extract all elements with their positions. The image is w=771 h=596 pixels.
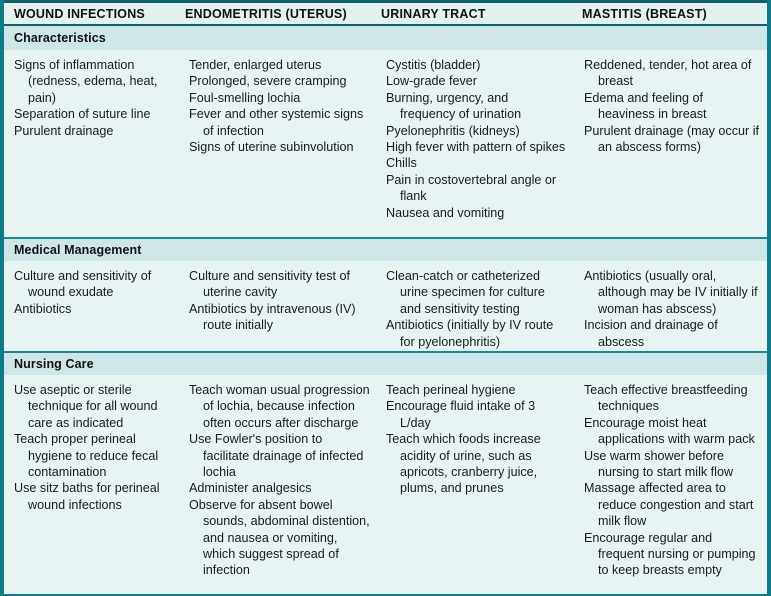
section-band-nursing-care: Nursing Care — [4, 351, 767, 375]
cell-entry: Chills — [386, 156, 417, 171]
cell-entry: Cystitis (bladder) — [386, 58, 481, 72]
cell-entry: Purulent drainage (may occur if an absce… — [584, 123, 759, 155]
cell-entry: Use sitz baths for perineal wound infect… — [14, 481, 160, 512]
cell-nursing-care-endometritis: Teach woman usual progression of lochia,… — [185, 375, 379, 594]
cell-entry: Teach woman usual progression of lochia,… — [189, 383, 370, 430]
cell-entry: Teach which foods increase acidity of ur… — [386, 432, 541, 496]
cell-entry: Signs of uterine subinvolution — [189, 140, 354, 155]
cell-entry: Low-grade fever — [386, 74, 478, 89]
cell-entry: Observe for absent bowel sounds, abdomin… — [189, 497, 370, 578]
cell-entry: Teach perineal hygiene — [386, 383, 516, 397]
cell-entry: Reddened, tender, hot area of breast — [584, 58, 752, 89]
cell-entry: Antibiotics (initially by IV route for p… — [386, 318, 554, 349]
section-row-nursing-care: Use aseptic or sterile technique for all… — [4, 375, 767, 594]
cell-entry: Antibiotics (usually oral, although may … — [584, 269, 758, 316]
cell-entry: Antibiotics — [14, 301, 72, 316]
cell-entry: Edema and feeling of heaviness in breast — [584, 90, 707, 122]
cell-entry: Purulent drainage — [14, 123, 114, 138]
cell-entry: High fever with pattern of spikes — [386, 140, 566, 155]
cell-characteristics-wound-infections: Signs of inflammation (redness, edema, h… — [4, 50, 185, 237]
cell-medical-management-urinary-tract: Clean-catch or catheterized urine specim… — [379, 261, 574, 351]
cell-entry: Tender, enlarged uterus — [189, 58, 322, 72]
section-row-medical-management: Culture and sensitivity of wound exudate… — [4, 261, 767, 351]
column-header-endometritis: ENDOMETRITIS (UTERUS) — [185, 7, 347, 21]
cell-entry: Culture and sensitivity test of uterine … — [189, 269, 350, 300]
cell-entry: Use warm shower before nursing to start … — [584, 448, 734, 480]
cell-entry: Encourage regular and frequent nursing o… — [584, 530, 756, 578]
cell-entry: Fever and other systemic signs of infect… — [189, 107, 364, 138]
cell-entry: Incision and drainage of abscess — [584, 318, 718, 349]
cell-entry: Use aseptic or sterile technique for all… — [14, 383, 158, 430]
cell-entry: Signs of inflammation (redness, edema, h… — [14, 58, 158, 105]
cell-entry: Teach proper perineal hygiene to reduce … — [14, 432, 159, 480]
cell-entry: Pain in costovertebral angle or flank — [386, 172, 557, 204]
cell-nursing-care-wound-infections: Use aseptic or sterile technique for all… — [4, 375, 185, 594]
cell-entry: Prolonged, severe cramping — [189, 74, 347, 89]
section-band-characteristics: Characteristics — [4, 26, 767, 50]
cell-entry: Teach effective breastfeeding techniques — [584, 383, 748, 414]
cell-entry: Antibiotics by intravenous (IV) route in… — [189, 301, 356, 333]
section-band-medical-management: Medical Management — [4, 237, 767, 261]
cell-medical-management-wound-infections: Culture and sensitivity of wound exudate… — [4, 261, 185, 351]
cell-entry: Separation of suture line — [14, 107, 151, 122]
cell-entry: Culture and sensitivity of wound exudate — [14, 269, 152, 300]
cell-entry: Foul-smelling lochia — [189, 90, 301, 105]
cell-entry: Pyelonephritis (kidneys) — [386, 123, 520, 138]
column-header-urinary-tract: URINARY TRACT — [381, 7, 486, 21]
cell-entry: Massage affected area to reduce congesti… — [584, 481, 754, 529]
table-header-row: WOUND INFECTIONS ENDOMETRITIS (UTERUS) U… — [4, 0, 767, 26]
cell-entry: Encourage fluid intake of 3 L/day — [386, 399, 536, 430]
cell-entry: Encourage moist heat applications with w… — [584, 415, 755, 447]
cell-entry: Clean-catch or catheterized urine specim… — [386, 269, 545, 316]
cell-medical-management-mastitis: Antibiotics (usually oral, although may … — [574, 261, 767, 351]
cell-entry: Use Fowler's position to facilitate drai… — [189, 432, 364, 480]
column-header-mastitis: MASTITIS (BREAST) — [582, 7, 707, 21]
cell-nursing-care-mastitis: Teach effective breastfeeding techniques… — [574, 375, 767, 594]
cell-medical-management-endometritis: Culture and sensitivity test of uterine … — [185, 261, 379, 351]
cell-entry: Burning, urgency, and frequency of urina… — [386, 90, 522, 122]
cell-entry: Nausea and vomiting — [386, 205, 505, 220]
cell-entry: Administer analgesics — [189, 481, 312, 496]
column-header-wound-infections: WOUND INFECTIONS — [14, 7, 145, 21]
section-row-characteristics: Signs of inflammation (redness, edema, h… — [4, 50, 767, 237]
